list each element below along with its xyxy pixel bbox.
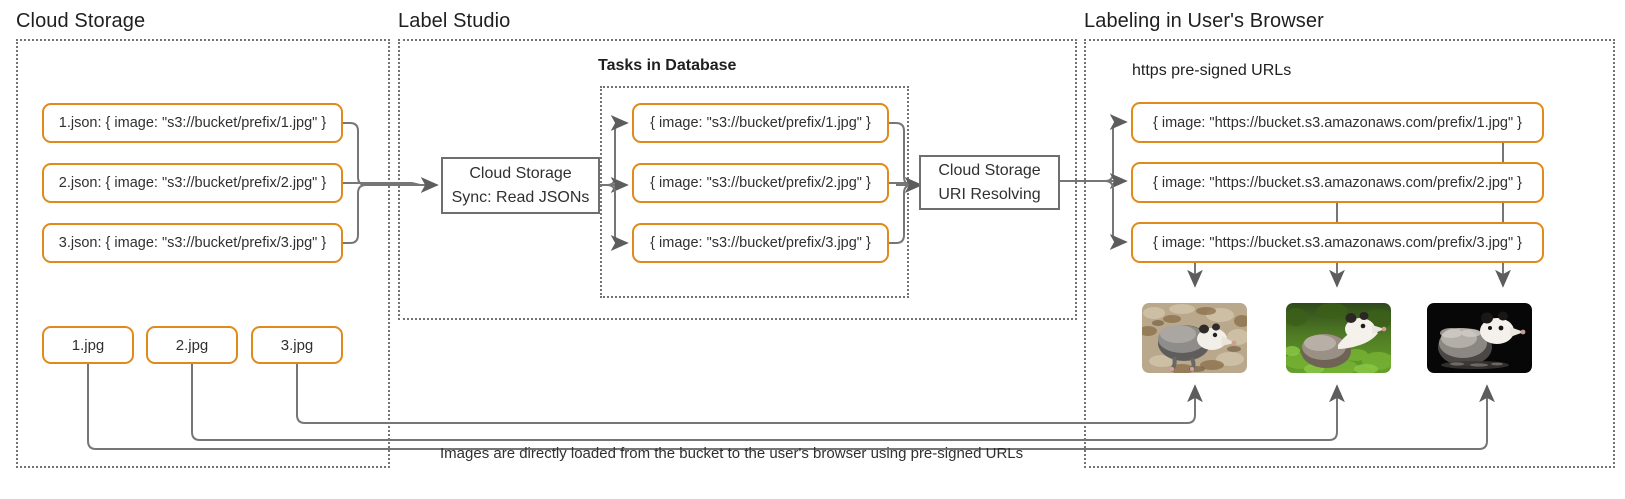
presigned-url-box-2[interactable]: { image: "https://bucket.s3.amazonaws.co… — [1131, 162, 1544, 203]
cloud-storage-uri-resolving-box[interactable]: Cloud Storage URI Resolving — [919, 155, 1060, 210]
task-box-3[interactable]: { image: "s3://bucket/prefix/3.jpg" } — [632, 223, 889, 263]
sync-box-line-2: Sync: Read JSONs — [451, 188, 590, 206]
task-box-1[interactable]: { image: "s3://bucket/prefix/1.jpg" } — [632, 103, 889, 143]
thumbnail-image-1[interactable] — [1142, 303, 1247, 373]
resolver-box-line-2: URI Resolving — [938, 185, 1041, 203]
group-title-cloud-storage: Cloud Storage — [16, 10, 146, 32]
presigned-url-box-3[interactable]: { image: "https://bucket.s3.amazonaws.co… — [1131, 222, 1544, 263]
image-file-box-3[interactable]: 3.jpg — [251, 326, 343, 364]
group-title-label-studio: Label Studio — [398, 10, 511, 32]
inner-title-presigned-urls: https pre-signed URLs — [1132, 62, 1292, 79]
resolver-box-line-1: Cloud Storage — [938, 161, 1041, 179]
thumbnail-image-3[interactable] — [1427, 303, 1532, 373]
thumbnail-image-2[interactable] — [1286, 303, 1391, 373]
group-labeling-browser — [1084, 39, 1615, 468]
image-file-box-1[interactable]: 1.jpg — [42, 326, 134, 364]
task-box-2[interactable]: { image: "s3://bucket/prefix/2.jpg" } — [632, 163, 889, 203]
json-file-box-3[interactable]: 3.json: { image: "s3://bucket/prefix/3.j… — [42, 223, 343, 263]
inner-title-tasks-in-database: Tasks in Database — [598, 57, 737, 74]
group-cloud-storage — [16, 39, 390, 468]
json-file-box-1[interactable]: 1.json: { image: "s3://bucket/prefix/1.j… — [42, 103, 343, 143]
sync-box-line-1: Cloud Storage — [469, 164, 572, 182]
json-file-box-2[interactable]: 2.json: { image: "s3://bucket/prefix/2.j… — [42, 163, 343, 203]
group-title-labeling-browser: Labeling in User's Browser — [1084, 10, 1324, 32]
presigned-url-box-1[interactable]: { image: "https://bucket.s3.amazonaws.co… — [1131, 102, 1544, 143]
image-file-box-2[interactable]: 2.jpg — [146, 326, 238, 364]
cloud-storage-sync-box[interactable]: Cloud Storage Sync: Read JSONs — [441, 157, 600, 214]
diagram-caption: Images are directly loaded from the buck… — [440, 445, 1024, 462]
